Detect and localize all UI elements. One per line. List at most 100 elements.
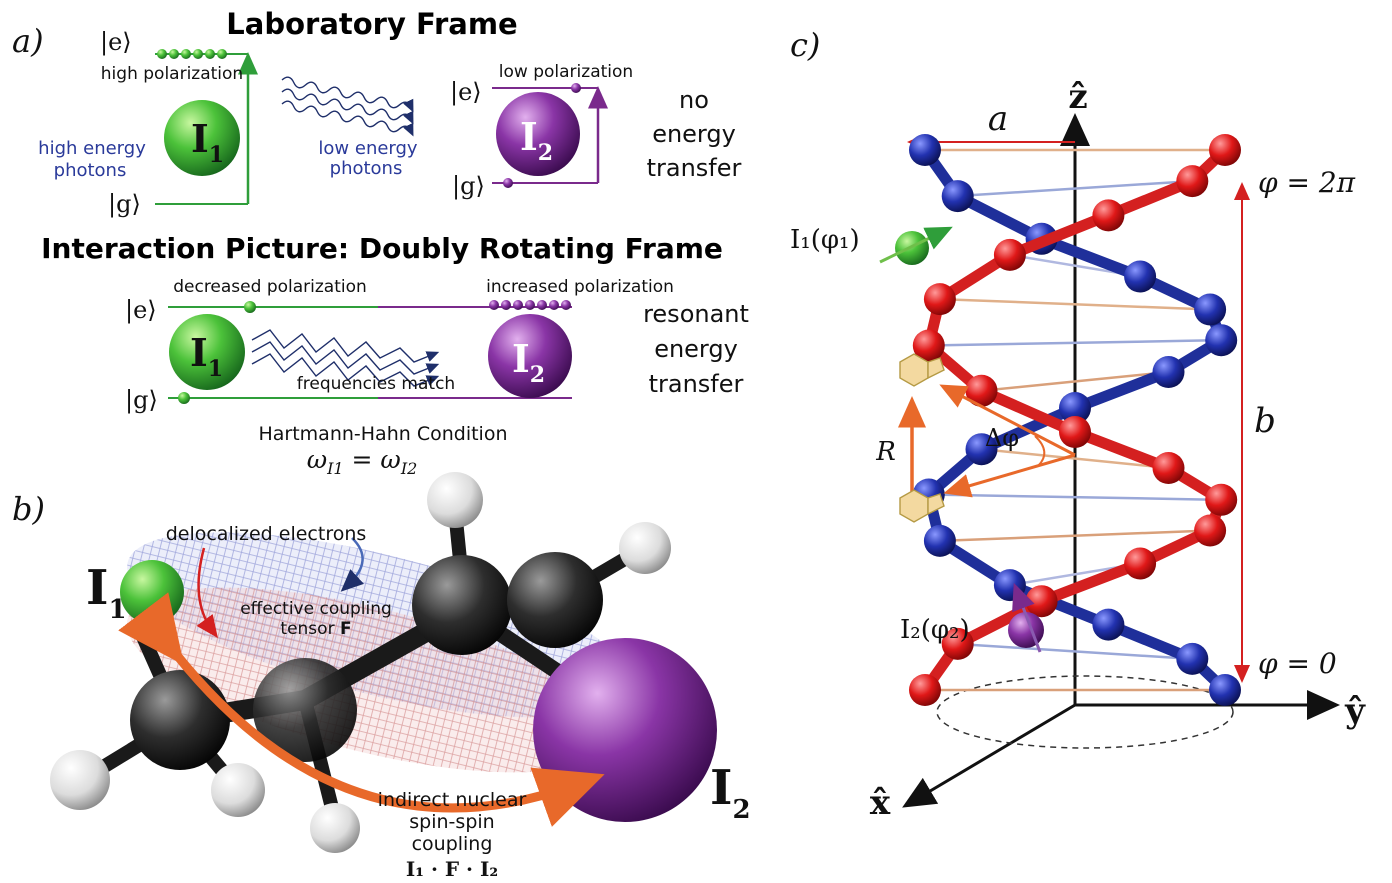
panel-c: c) ẑ ŷ x̂ a b φ = 2π φ = 0 R Δφ [790,26,1366,823]
nucleobase-icon-lower [899,489,945,523]
indirect-line3: coupling [412,833,493,855]
low-energy-photon-waves [281,76,414,137]
high-polarization-label: high polarization [101,64,243,84]
blue-strand-bead [993,569,1026,602]
no-transfer-line2: energy [652,120,736,148]
no-transfer-line3: transfer [647,154,742,182]
increased-polarization-dots [489,300,571,310]
panel-a: a) Laboratory Frame |e⟩ |g⟩ high polariz… [12,7,749,478]
blue-strand-bead [965,433,998,466]
photon-wave [281,76,414,113]
panel-c-label: c) [790,26,820,64]
red-strand-bead [1059,416,1091,448]
indirect-line1: indirect nuclear [378,789,527,811]
i2-label-b: I2 [710,760,751,825]
blue-strand-bead [1209,674,1241,706]
spin-dot [561,300,571,310]
spin-dot [157,49,167,59]
red-strand-bead [912,329,945,362]
spin-dot-ground [503,178,513,188]
spin-dot [205,49,215,59]
coupling-formula: I₁ · F · I₂ [406,857,498,881]
blue-strand-bead [1092,608,1125,641]
spin-dot [169,49,179,59]
carbon-atom [507,552,603,648]
helix-rung [939,529,1211,543]
delta-phi-arc [1034,435,1046,467]
i1-label-b: I1 [86,560,127,625]
helix-base-circle [936,675,1234,749]
i1-label-int: I1 [190,330,223,382]
resonant-line2: energy [654,335,738,363]
spin-dot [217,49,227,59]
i2-label-int: I2 [512,336,545,388]
hartmann-hahn-condition-label: Hartmann-Hahn Condition [258,423,507,445]
delocalized-blue-pointer [340,537,364,592]
delta-phi-arrow-upper [939,384,1076,457]
interaction-picture-title: Interaction Picture: Doubly Rotating Fra… [41,232,723,265]
i2-spin-arrow [1012,582,1042,653]
i1-nucleus [120,560,184,624]
spin-dot-decreased [244,301,256,313]
ket-e-label-lab-right: |e⟩ [450,78,482,107]
blue-strand-bead [1059,392,1091,424]
red-strand-bead [1205,483,1238,516]
helix-rung [981,447,1169,470]
blue-strand-bead [1176,642,1209,675]
blue-strand-bead [1124,260,1157,293]
helix-rung [957,642,1193,661]
spin-dot [193,49,203,59]
delocalized-red-pointer [196,547,218,639]
effective-coupling-line1: effective coupling [240,599,392,619]
phi-top-label: φ = 2π [1258,166,1356,199]
radius-a-label: a [988,99,1008,139]
ket-g-label-lab-right: |g⟩ [452,172,485,201]
delocalized-electrons-label: delocalized electrons [166,523,367,545]
nucleobase-icon-upper [899,353,945,387]
i1-phi1-label: I₁(φ₁) [790,225,860,255]
low-energy-photons-line2: photons [330,158,403,179]
base-ring [927,357,945,380]
helix-rung [939,297,1211,311]
red-strand-bead [1092,199,1125,232]
red-strand-bead [965,374,998,407]
resonant-line1: resonant [643,300,749,328]
decreased-polarization-label: decreased polarization [173,277,367,297]
i2-phi2-label: I₂(φ₂) [900,615,970,645]
phi-bottom-label: φ = 0 [1258,647,1337,680]
spin-dot [513,300,523,310]
polarization-dots [157,49,227,59]
spin-dot-ground-i1 [178,392,190,404]
i1-spin-arrow [879,226,953,264]
lab-i1-levels: |e⟩ |g⟩ high polarization I1 high energy… [38,28,258,219]
helix-blue-strand [909,134,1241,706]
ket-e-label-int: |e⟩ [125,296,157,325]
increased-polarization-label: increased polarization [486,277,674,297]
photon-wave [251,353,440,387]
red-strand-bead [1025,585,1058,618]
effective-coupling-line2: tensor F [280,619,351,639]
blue-strand-bead [1194,293,1227,326]
spin-dot-excited [571,83,581,93]
carbon-atom [412,555,512,655]
base-ring [927,493,945,516]
spin-dot [489,300,499,310]
blue-strand-bead [1152,356,1185,388]
red-strand-bead [1152,452,1185,484]
base-ring [899,353,929,387]
frequencies-match-label: frequencies match [297,374,455,394]
i2-sphere-lab [496,92,580,176]
delta-phi-label: Δφ [985,424,1019,452]
laboratory-frame-title: Laboratory Frame [226,7,517,41]
delta-phi-arrow-lower [943,453,1076,498]
helix-rung [928,338,1222,347]
helix-rung [957,179,1193,198]
helix-rung [981,370,1169,393]
spin-dot [537,300,547,310]
hartmann-hahn-equation: ωI1 = ωI2 [307,445,418,478]
ket-e-label-lab-left: |e⟩ [100,28,132,57]
spin-dot [525,300,535,310]
red-strand-bead [1194,514,1227,547]
panel-a-label: a) [12,22,44,60]
blue-strand-bead [1205,324,1238,357]
